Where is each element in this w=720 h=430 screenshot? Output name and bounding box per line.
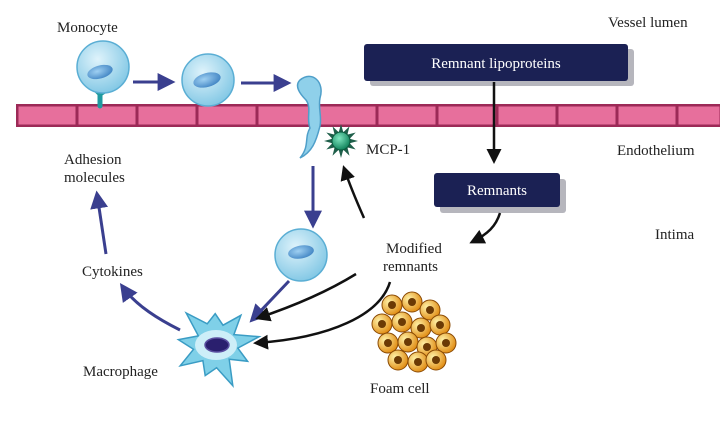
foam-lipid-droplet: [401, 291, 423, 313]
modified-remnants-label-line2: remnants: [383, 259, 438, 275]
cytokines-label: Cytokines: [82, 264, 143, 280]
endothelial-cell: [257, 105, 317, 126]
macrophage-label: Macrophage: [83, 364, 158, 380]
modified-remnants-label-line1: Modified: [386, 241, 442, 257]
arrow-modified-to-mcp1: [340, 165, 366, 219]
adhesion-molecules-label-line1: Adhesion: [64, 152, 122, 168]
arrow-cytokines-to-adhesion: [90, 190, 109, 255]
arrow-modified-to-macrophage-1: [255, 272, 357, 322]
remnant-lipoproteins-label: Remnant lipoproteins: [431, 56, 561, 72]
foam-cell-label: Foam cell: [370, 381, 430, 397]
endothelial-cell: [77, 105, 137, 126]
endothelial-cell: [677, 105, 720, 126]
remnants-box: Remnants: [434, 173, 566, 213]
vessel-lumen-label: Vessel lumen: [608, 15, 688, 31]
foam-lipid-droplet: [429, 314, 451, 336]
remnants-label: Remnants: [467, 183, 527, 199]
endothelium-label: Endothelium: [617, 143, 695, 159]
endothelial-cell: [17, 105, 77, 126]
monocyte-cell-1: [76, 40, 130, 94]
endothelium-layer: [16, 104, 720, 127]
foam-lipid-droplet: [435, 332, 457, 354]
monocyte-label: Monocyte: [57, 20, 118, 36]
remnant-lipoproteins-box: Remnant lipoproteins: [364, 44, 634, 86]
foam-lipid-droplet: [387, 349, 409, 371]
monocyte-cell-2: [181, 53, 235, 107]
mcp1-icon: [324, 124, 358, 158]
endothelial-cell: [377, 105, 437, 126]
transmigrating-monocyte: [296, 75, 322, 159]
foam-lipid-droplet: [371, 313, 393, 335]
intima-label: Intima: [655, 227, 694, 243]
foam-lipid-droplet: [410, 317, 432, 339]
foam-lipid-droplet: [419, 299, 441, 321]
intimal-monocyte-cell: [274, 228, 328, 282]
foam-lipid-droplet: [407, 351, 429, 373]
endothelial-cell: [497, 105, 557, 126]
macrophage-icon: [176, 311, 262, 388]
foam-lipid-droplet: [391, 311, 413, 333]
foam-lipid-droplet: [397, 331, 419, 353]
endothelial-cell: [557, 105, 617, 126]
foam-cell-icon: [371, 291, 457, 373]
arrow-remnants-to-modified: [469, 212, 502, 244]
endothelial-cell: [617, 105, 677, 126]
endothelial-cell: [317, 105, 377, 126]
foam-lipid-droplet: [425, 349, 447, 371]
endothelial-cell: [437, 105, 497, 126]
mcp1-label: MCP-1: [366, 142, 410, 158]
adhesion-molecules-label-line2: molecules: [64, 170, 125, 186]
arrow-modified-to-macrophage-2: [253, 281, 392, 350]
arrow-macrophage-to-cytokines: [119, 283, 181, 332]
foam-lipid-droplet: [381, 294, 403, 316]
endothelial-cell: [197, 105, 257, 126]
endothelial-cell: [137, 105, 197, 126]
foam-lipid-droplet: [377, 332, 399, 354]
